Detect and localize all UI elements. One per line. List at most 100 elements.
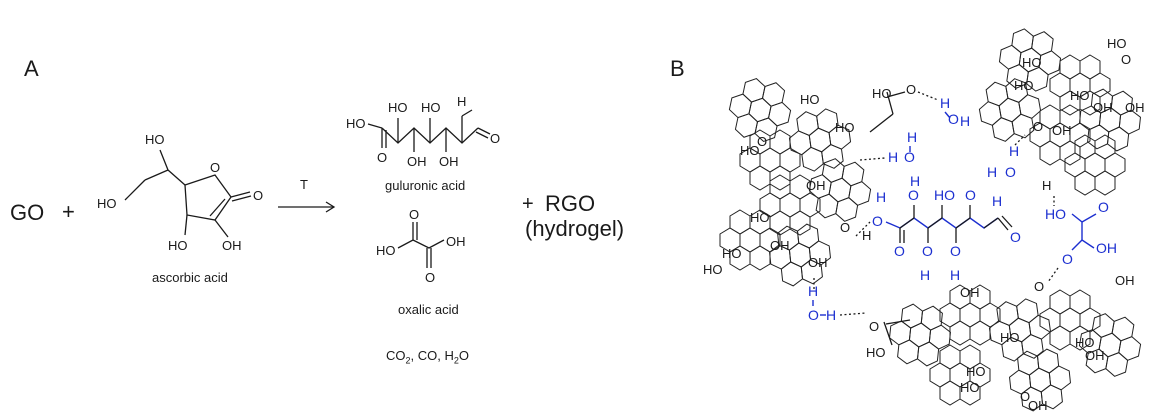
svg-text:HO: HO — [703, 262, 723, 277]
plus-sign: + — [522, 193, 534, 215]
svg-text:H: H — [1009, 143, 1019, 159]
svg-text:O: O — [1062, 251, 1073, 267]
svg-text:OH: OH — [1085, 348, 1105, 363]
svg-text:OH: OH — [1125, 100, 1145, 115]
guluronic-acid-panel-b: H O O O H O H HO O H O H O — [855, 173, 1021, 283]
svg-text:H: H — [910, 173, 920, 189]
atom-label: HO — [168, 238, 188, 253]
atom-label: HO — [421, 100, 441, 115]
bond — [886, 91, 906, 98]
oxalic-acid-panel-b: HO O O OH H — [1042, 178, 1117, 283]
svg-text:H: H — [950, 267, 960, 283]
svg-text:OH: OH — [1028, 398, 1048, 413]
hydrogen-bond — [855, 221, 871, 237]
svg-text:H: H — [960, 113, 970, 129]
svg-text:O: O — [808, 307, 819, 323]
svg-text:HO: HO — [1107, 36, 1127, 51]
svg-text:O: O — [1010, 229, 1021, 245]
carbon-chain — [397, 239, 445, 249]
bond — [927, 217, 943, 229]
svg-text:HO: HO — [1014, 78, 1034, 93]
atom-label: HO — [388, 100, 408, 115]
bond — [1081, 213, 1097, 223]
bond — [883, 321, 893, 346]
product-hydrogel: (hydrogel) — [525, 216, 625, 241]
sheet-functional-groups: HO HO HO HO O OH HO OH HO HO OH O H HO H… — [703, 36, 1145, 413]
svg-text:H: H — [862, 228, 871, 243]
arrow-label: T — [300, 177, 308, 192]
arrow-head — [325, 201, 336, 213]
bond — [475, 131, 489, 139]
hydrogen-bond — [859, 157, 886, 161]
atom-label: HO — [346, 116, 366, 131]
bond — [144, 169, 169, 181]
byproducts-label: CO2, CO, H2O — [386, 348, 469, 366]
bond — [944, 111, 951, 119]
lactone-ring — [184, 174, 232, 221]
water-molecules: H O H H H O H H O H O H — [808, 95, 1026, 323]
svg-text:H: H — [987, 164, 997, 180]
compound-label-oxalic: oxalic acid — [398, 302, 459, 317]
bond — [886, 91, 894, 115]
svg-text:HO: HO — [1022, 55, 1042, 70]
svg-text:OH: OH — [808, 255, 828, 270]
svg-text:H: H — [826, 307, 836, 323]
atom-label: O — [409, 207, 419, 222]
bond — [214, 219, 229, 238]
svg-text:O: O — [906, 82, 916, 97]
svg-text:HO: HO — [722, 246, 742, 261]
atom-label: O — [377, 150, 387, 165]
bond — [955, 217, 971, 229]
bond — [159, 149, 169, 171]
svg-text:O: O — [872, 213, 883, 229]
atom-label: OH — [222, 238, 242, 253]
svg-text:O: O — [894, 243, 905, 259]
svg-text:HO: HO — [835, 120, 855, 135]
bond — [997, 217, 1009, 231]
product-rgo: RGO — [545, 191, 596, 216]
svg-text:O: O — [965, 187, 976, 203]
panel-label-a: A — [24, 56, 39, 81]
graphene-sheet-bottom — [886, 284, 1146, 414]
hydrogen-bond — [1047, 267, 1059, 283]
svg-text:HO: HO — [1075, 335, 1095, 350]
atom-label: O — [210, 160, 220, 175]
svg-text:HO: HO — [800, 92, 820, 107]
atom-label: HO — [376, 243, 396, 258]
svg-text:O: O — [948, 111, 959, 127]
svg-text:HO: HO — [1070, 88, 1090, 103]
sheet-carboxyl-top: O — [869, 82, 939, 133]
svg-text:H: H — [808, 283, 818, 299]
svg-text:OH: OH — [1093, 100, 1113, 115]
bond — [124, 179, 146, 201]
carbon-chain — [1071, 213, 1095, 249]
svg-text:OH: OH — [806, 178, 826, 193]
svg-text:H: H — [876, 189, 886, 205]
svg-text:HO: HO — [1000, 330, 1020, 345]
bond — [869, 113, 894, 133]
svg-text:H: H — [907, 129, 917, 145]
svg-text:HO: HO — [960, 380, 980, 395]
ascorbic-acid-structure: HO HO O O HO OH — [97, 132, 263, 253]
svg-text:H: H — [1042, 178, 1051, 193]
svg-text:OH: OH — [1052, 123, 1072, 138]
hydrogen-bond — [917, 91, 939, 101]
svg-text:HO: HO — [740, 143, 760, 158]
svg-text:O: O — [908, 187, 919, 203]
svg-text:H: H — [920, 267, 930, 283]
panel-label-b: B — [670, 56, 685, 81]
svg-text:O: O — [1033, 119, 1043, 134]
atom-label: HO — [97, 196, 117, 211]
svg-text:O: O — [922, 243, 933, 259]
reaction-arrow — [278, 201, 336, 213]
svg-text:O: O — [1034, 279, 1044, 294]
atom-label: O — [253, 188, 263, 203]
carbonyl-bond — [231, 195, 252, 202]
svg-text:O: O — [1005, 164, 1016, 180]
bond — [885, 319, 911, 325]
hydrogen-bond — [839, 312, 867, 316]
compound-label-guluronic: guluronic acid — [385, 178, 466, 193]
svg-text:OH: OH — [960, 285, 980, 300]
atom-label: OH — [446, 234, 466, 249]
